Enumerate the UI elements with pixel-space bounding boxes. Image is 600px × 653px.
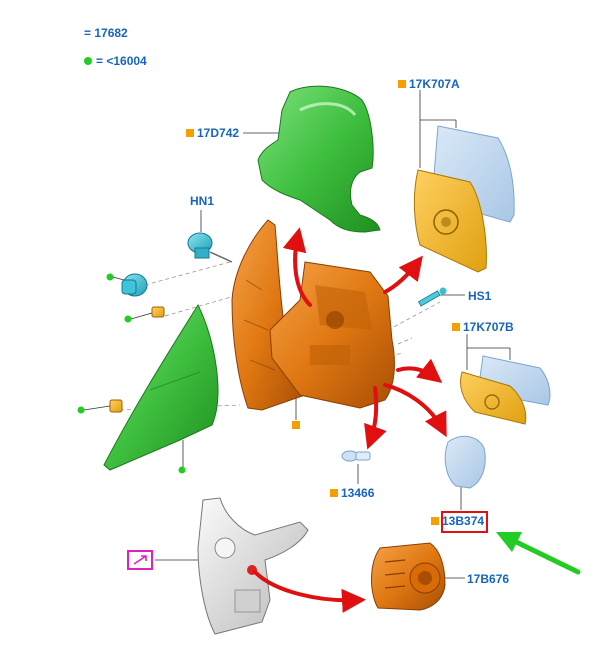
screw-lower (77, 399, 123, 414)
part-cyan-motor (106, 273, 148, 297)
label-HN1: HN1 (190, 194, 215, 208)
green-dot-icon (84, 57, 92, 65)
legend-green: = <16004 (84, 54, 147, 68)
label-HS1: HS1 (468, 289, 492, 303)
part-17D742-cover (257, 85, 381, 233)
legend-orange-text: = 17682 (84, 26, 128, 40)
part-17B676-motor (371, 542, 446, 611)
part-orange-housing (269, 261, 395, 409)
green-pointer-arrow (496, 532, 581, 575)
arrow-to-glass-a (383, 255, 423, 294)
sheet-metal-icon (127, 550, 153, 570)
arrow-to-cover (282, 227, 312, 307)
orange-square-icon (452, 323, 460, 331)
arrow-to-bulb (364, 386, 387, 450)
label-13B374: 13B374 (431, 514, 484, 528)
part-HS1 (417, 287, 447, 307)
part-HN1 (187, 232, 233, 263)
part-13B374-lamp (444, 435, 486, 489)
label-17B676: 17B676 (467, 572, 510, 586)
label-17D742: 17D742 (186, 126, 239, 140)
label-13466: 13466 (330, 486, 374, 500)
label-17K707A: 17K707A (398, 77, 460, 91)
arrow-to-glass-b (396, 358, 443, 383)
alignment-lines (119, 261, 441, 411)
red-arrows (253, 227, 447, 613)
legend-orange: = 17682 (84, 26, 128, 40)
orange-square-icon (431, 517, 439, 525)
part-green-trim (103, 303, 219, 474)
arrow-to-lamp (383, 383, 447, 438)
screw-upper (124, 306, 165, 323)
label-17K707B: 17K707B (452, 320, 514, 334)
part-17K707B-backing-plate (460, 371, 527, 425)
part-13466-bulb (341, 450, 371, 462)
orange-square-icon (330, 489, 338, 497)
orange-square-icon (186, 129, 194, 137)
highlight-box-13B374 (441, 511, 488, 533)
arrow-to-motor (253, 570, 366, 613)
part-gray-bracket (197, 497, 309, 635)
orange-square-icon (398, 80, 406, 88)
part-17K707A-backing-plate (413, 169, 487, 273)
orange-markers (292, 421, 300, 429)
legend-green-text: = <16004 (96, 54, 147, 68)
